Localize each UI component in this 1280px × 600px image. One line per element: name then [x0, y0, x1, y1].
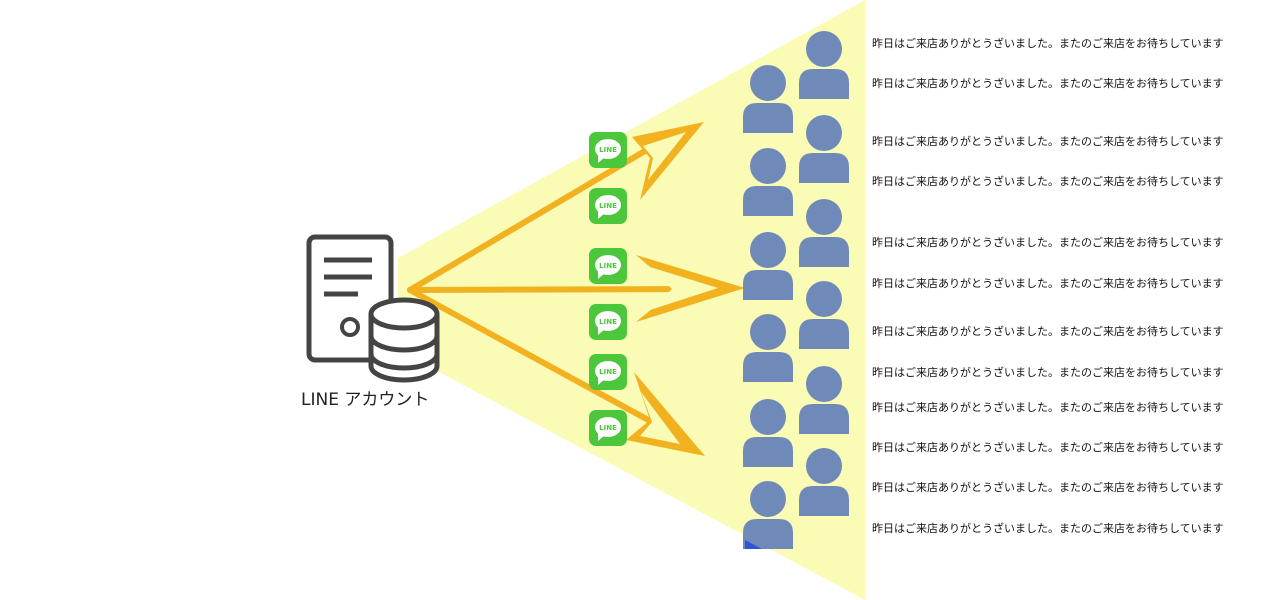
line-badge-label: LINE: [599, 146, 617, 154]
line-chat-icon: [595, 417, 621, 441]
message-text: 昨日はご来店ありがとうざいました。またのご来店をお待ちしています: [872, 440, 1224, 454]
line-chat-icon: [595, 311, 621, 335]
message-text: 昨日はご来店ありがとうざいました。またのご来店をお待ちしています: [872, 134, 1224, 148]
line-badge: LINE: [589, 188, 627, 224]
line-badge: LINE: [589, 354, 627, 390]
line-chat-icon: [595, 139, 621, 163]
person-icon: [799, 281, 849, 349]
message-text: 昨日はご来店ありがとうざいました。またのご来店をお待ちしています: [872, 276, 1224, 290]
person-icon: [799, 31, 849, 99]
line-badge-label: LINE: [599, 424, 617, 432]
line-badge: LINE: [589, 248, 627, 284]
arrow-down: [407, 287, 705, 456]
corner-accent: [745, 540, 762, 549]
person-icon: [743, 65, 793, 133]
message-list: 昨日はご来店ありがとうざいました。またのご来店をお待ちしています昨日はご来店あり…: [872, 36, 1224, 535]
person-icon: [743, 399, 793, 467]
arrow-middle: [407, 255, 745, 322]
arrow-up: [407, 122, 704, 293]
message-text: 昨日はご来店ありがとうざいました。またのご来店をお待ちしています: [872, 400, 1224, 414]
person-icon: [799, 115, 849, 183]
line-badge-label: LINE: [599, 202, 617, 210]
person-icon: [743, 314, 793, 382]
broadcast-beam: [398, 0, 865, 600]
message-text: 昨日はご来店ありがとうざいました。またのご来店をお待ちしています: [872, 324, 1224, 338]
line-badge: LINE: [589, 132, 627, 168]
line-chat-icon: [595, 361, 621, 385]
person-icon: [799, 199, 849, 267]
message-text: 昨日はご来店ありがとうざいました。またのご来店をお待ちしています: [872, 521, 1224, 535]
person-icon: [799, 366, 849, 434]
message-text: 昨日はご来店ありがとうざいました。またのご来店をお待ちしています: [872, 76, 1224, 90]
line-badge-label: LINE: [599, 368, 617, 376]
message-text: 昨日はご来店ありがとうざいました。またのご来店をお待ちしています: [872, 365, 1224, 379]
person-icon: [799, 448, 849, 516]
line-badge-group: LINE LINE LINE LINE LINE LINE: [589, 132, 627, 446]
line-chat-icon: [595, 255, 621, 279]
line-badge-label: LINE: [599, 262, 617, 270]
person-icon: [743, 481, 793, 549]
message-text: 昨日はご来店ありがとうざいました。またのご来店をお待ちしています: [872, 174, 1224, 188]
server-database-icon: [306, 234, 440, 383]
person-icon: [743, 232, 793, 300]
account-label: LINE アカウント: [301, 390, 429, 410]
line-badge: LINE: [589, 410, 627, 446]
person-icon: [743, 148, 793, 216]
line-badge-label: LINE: [599, 318, 617, 326]
message-text: 昨日はご来店ありがとうざいました。またのご来店をお待ちしています: [872, 235, 1224, 249]
message-text: 昨日はご来店ありがとうざいました。またのご来店をお待ちしています: [872, 480, 1224, 494]
line-chat-icon: [595, 195, 621, 219]
recipient-group: [743, 31, 849, 549]
line-badge: LINE: [589, 304, 627, 340]
message-text: 昨日はご来店ありがとうざいました。またのご来店をお待ちしています: [872, 36, 1224, 50]
